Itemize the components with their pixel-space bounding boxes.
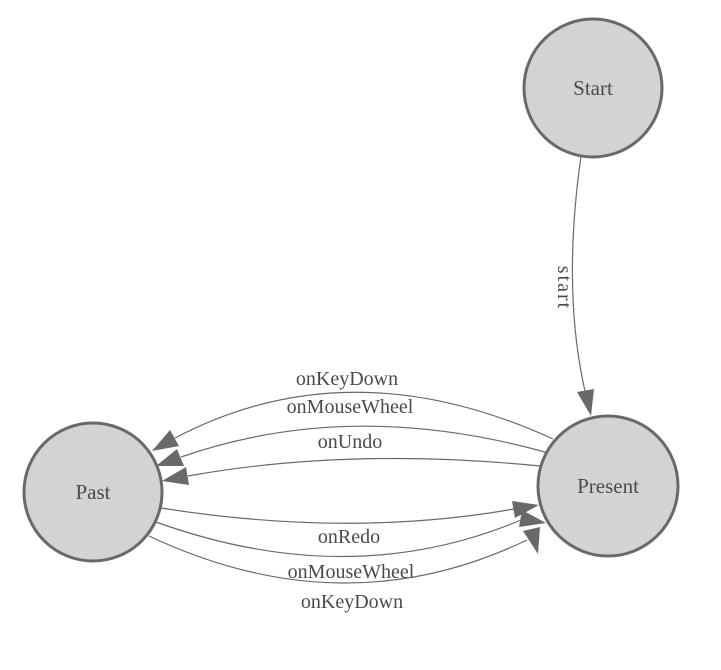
edge-path (148, 535, 528, 584)
edge-label-onmousewheel-top: onMouseWheel (287, 396, 414, 418)
edge-past-to-present-onredo: onRedo (160, 501, 539, 548)
edge-present-to-past-onkeydown: onKeyDown (152, 368, 554, 451)
arrowhead-icon (523, 527, 540, 554)
arrowhead-icon (577, 389, 594, 416)
node-start-label: Start (573, 76, 613, 100)
node-past[interactable]: Past (22, 421, 164, 563)
arrowhead-icon (162, 467, 189, 485)
arrowhead-icon (512, 501, 539, 518)
node-present-label: Present (577, 474, 639, 498)
node-present[interactable]: Present (536, 414, 680, 558)
node-past-circle[interactable] (22, 421, 164, 563)
edge-path (155, 519, 522, 558)
edge-label-onkeydown-bottom: onKeyDown (301, 591, 403, 613)
edge-start-to-present: start (553, 155, 594, 416)
arrowhead-icon (156, 449, 184, 466)
edge-present-to-past-onmousewheel: onMouseWheel (156, 396, 546, 466)
node-present-circle[interactable] (536, 414, 680, 558)
edge-past-to-present-onmousewheel: onMouseWheel (155, 510, 546, 583)
edge-label-onkeydown-top: onKeyDown (296, 368, 398, 390)
node-start-circle[interactable] (522, 17, 664, 159)
node-past-label: Past (75, 480, 110, 504)
arrowhead-icon (152, 430, 179, 451)
edge-label-onredo: onRedo (318, 526, 380, 548)
edge-label-onmousewheel-bottom: onMouseWheel (288, 561, 415, 583)
edge-label-start: start (553, 266, 575, 310)
arrowhead-icon (519, 510, 546, 527)
edge-path (571, 155, 586, 392)
edge-path (187, 457, 541, 477)
edge-past-to-present-onkeydown: onKeyDown (148, 527, 540, 613)
edge-present-to-past-onundo: onUndo (162, 431, 541, 485)
edge-label-onundo: onUndo (318, 431, 382, 453)
node-start[interactable]: Start (522, 17, 664, 159)
edge-path (160, 507, 515, 524)
edge-path (180, 425, 546, 458)
edge-path (174, 391, 554, 440)
